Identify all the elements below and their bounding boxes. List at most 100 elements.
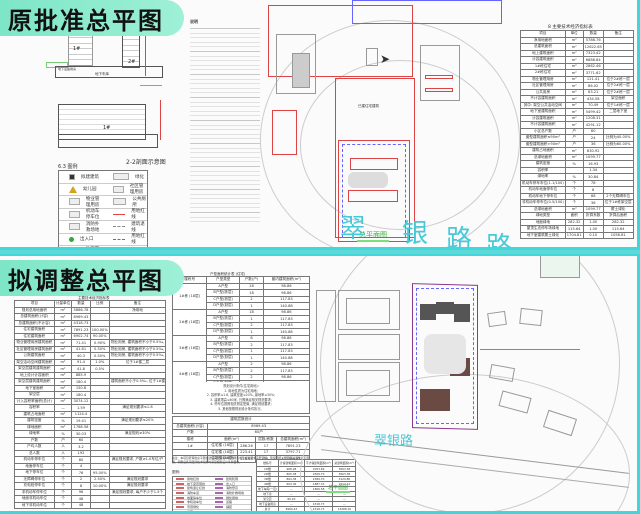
planning-conditions-notes: 规划设计条件(住宅用地):1. 用地性质为住宅用地;2. 容积率≤1.6, 建筑…: [172, 382, 310, 414]
original-plan-panel: 原批准总平图 1# 2# 地下车库 地下设备用房 1# 2-2剖面示意图 6.3…: [0, 0, 640, 250]
design-notes: 说明: [190, 19, 265, 245]
legend-symbol-icon: [176, 487, 184, 490]
original-plan-caption: 总平面图: [357, 230, 389, 242]
note-line: 4. 停车位按照相关规定配置, 满足规划要求;: [210, 402, 272, 407]
basement-equipment-label: 地下设备用房: [58, 67, 77, 71]
legend-row: 地面停车位绿化用地: [173, 496, 251, 501]
new-building-icon: [69, 173, 75, 180]
legend-symbol-icon: [215, 505, 223, 508]
adjusted-plan-caption: 总平面图: [326, 485, 351, 493]
legend-symbol-icon: [176, 477, 184, 480]
building-2: [454, 304, 470, 322]
legend-row: 景观绿化铺装: [173, 505, 251, 510]
existing-building-label: 已建住宅建筑: [358, 104, 379, 108]
unit-table-title: 户型面积统计表 (住宅): [210, 272, 246, 276]
original-plan-title: 原批准总平图: [0, 0, 184, 36]
fire-rescue-icon: [69, 223, 80, 231]
legend-symbol-icon: [215, 487, 223, 490]
legend-row: 拟建建筑绿化: [59, 171, 147, 184]
legend-title: 6.3 图例: [58, 164, 78, 170]
section-2-building-label: 1#: [103, 125, 111, 131]
panel-frame: [0, 0, 640, 250]
basement-garage-label: 地下车库: [95, 72, 109, 76]
note-line: 2. 容积率≤1.6, 建筑密度≤20%, 绿地率≥30%;: [206, 393, 276, 398]
indicator-table-title: 8 主要技术经济指标表: [548, 25, 593, 30]
legend-symbol-icon: [215, 491, 223, 494]
legend-row: 用地红线建筑轮廓: [173, 477, 251, 482]
section-caption: 2-2剖面示意图: [126, 159, 166, 166]
greenery-icon: [113, 173, 129, 181]
building-1-label: 1#: [73, 46, 81, 52]
north-arrow-icon: ➤: [380, 52, 391, 66]
road-char-2: 银: [402, 219, 429, 249]
note-line: 1. 用地性质为住宅用地;: [224, 388, 258, 393]
legend-row: 消防扑救场地建筑退线: [59, 221, 147, 234]
legend-symbol-icon: [215, 482, 223, 485]
toilet-icon: [113, 198, 127, 206]
legend-symbol-icon: [176, 501, 184, 504]
legend-row: 幼儿园社区管理用房: [59, 184, 147, 196]
legend-row: 非机动车位道路: [173, 500, 251, 506]
setback-line-icon: [113, 226, 126, 228]
road-char-1: 翠: [340, 214, 367, 244]
legend-symbol-icon: [176, 505, 184, 508]
legend-row: 地下室范围线出入口: [173, 482, 251, 487]
footnote: 备注：本项目原审批总平图在建设实施过程中因市场需求及规划要求需要调整，现按照相关…: [172, 456, 310, 464]
legend-symbol-icon: [215, 477, 223, 480]
legend-symbol-icon: [176, 496, 184, 499]
property-room-icon: [69, 198, 80, 206]
adjusted-plan-title: 拟调整总平图: [0, 260, 184, 296]
legend-row: 消防车道消防扑救场地: [173, 491, 251, 496]
note-line: 5. 其他按照规划设计条件执行。: [218, 406, 264, 411]
legend-symbol-icon: [215, 501, 223, 504]
adjusted-plan-panel: 拟调整总平图 主要技术经济指标表 项目 计量单位 数量 比例 备注 规划总用地面…: [0, 254, 640, 514]
building-4: [420, 389, 450, 411]
note-line: 3. 建筑限高≤60米, 日照满足相关规范要求;: [210, 397, 272, 402]
legend-row: 出入口用地红线: [59, 234, 147, 246]
legend-symbol-icon: [176, 491, 184, 494]
legend-symbol-icon: [215, 496, 223, 499]
legend-row: 物业管理用房公共厕所: [59, 196, 147, 209]
legend-symbol-icon: [176, 482, 184, 485]
building-1b: [436, 302, 454, 314]
adjusted-legend-title: 图例:: [172, 470, 181, 474]
building-2-label: 2#: [128, 59, 136, 65]
red-line-icon: [113, 213, 126, 215]
legend-row: 建筑退让红线消防登高: [173, 486, 251, 492]
note-line: 规划设计条件(住宅用地):: [223, 384, 259, 388]
community-room-icon: [113, 185, 124, 193]
kindergarten-icon: [69, 185, 77, 193]
road-name-label: 翠银路: [374, 434, 414, 449]
building-1: [420, 304, 436, 320]
entrance-icon: [69, 236, 74, 242]
boundary-line-icon: [113, 238, 126, 240]
road-char-3: 路: [446, 225, 473, 250]
legend-row: 机动车停车位用地红线: [59, 209, 147, 221]
road-char-4: 路: [486, 232, 513, 250]
adjusted-table-title: 主要技术经济指标表: [78, 296, 110, 300]
